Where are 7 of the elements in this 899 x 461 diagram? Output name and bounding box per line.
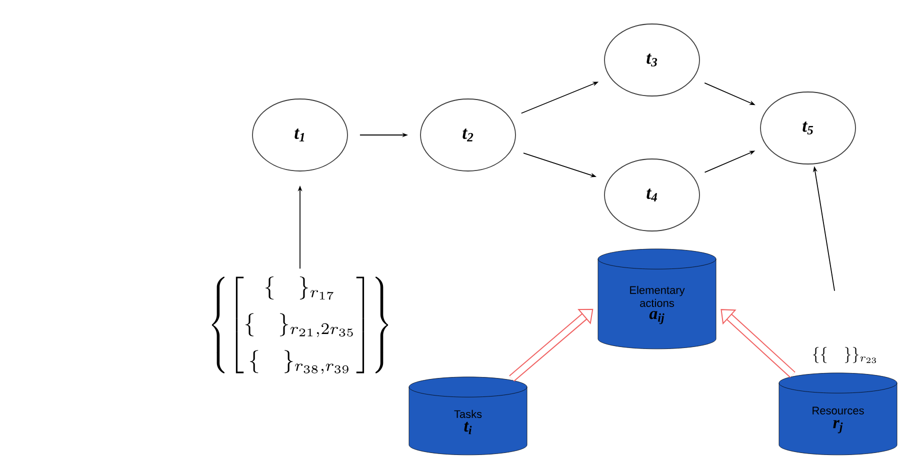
bracket-formula: $\left\{\begin{bmatrix}\{\quad\}_{r_{17}}\\[4pt] \{\quad\}_{r_{21},2r_{35}}\\[4pt] \{\quad\}_{r_{38},r_{39}}\end{bmatrix}\right\}$: [212, 276, 388, 374]
database-cylinder: Resources r$_{j}$: [778, 372, 898, 456]
arrow: [720, 309, 796, 378]
database-cylinder: Tasks t$_{i}$: [408, 376, 528, 456]
database-cylinder: Elementary actions a$_{ij}$: [598, 248, 716, 350]
bracket-formula: $\{\{\quad\}\}_{r_{23}}$: [812, 347, 876, 364]
arrow: [509, 308, 594, 382]
